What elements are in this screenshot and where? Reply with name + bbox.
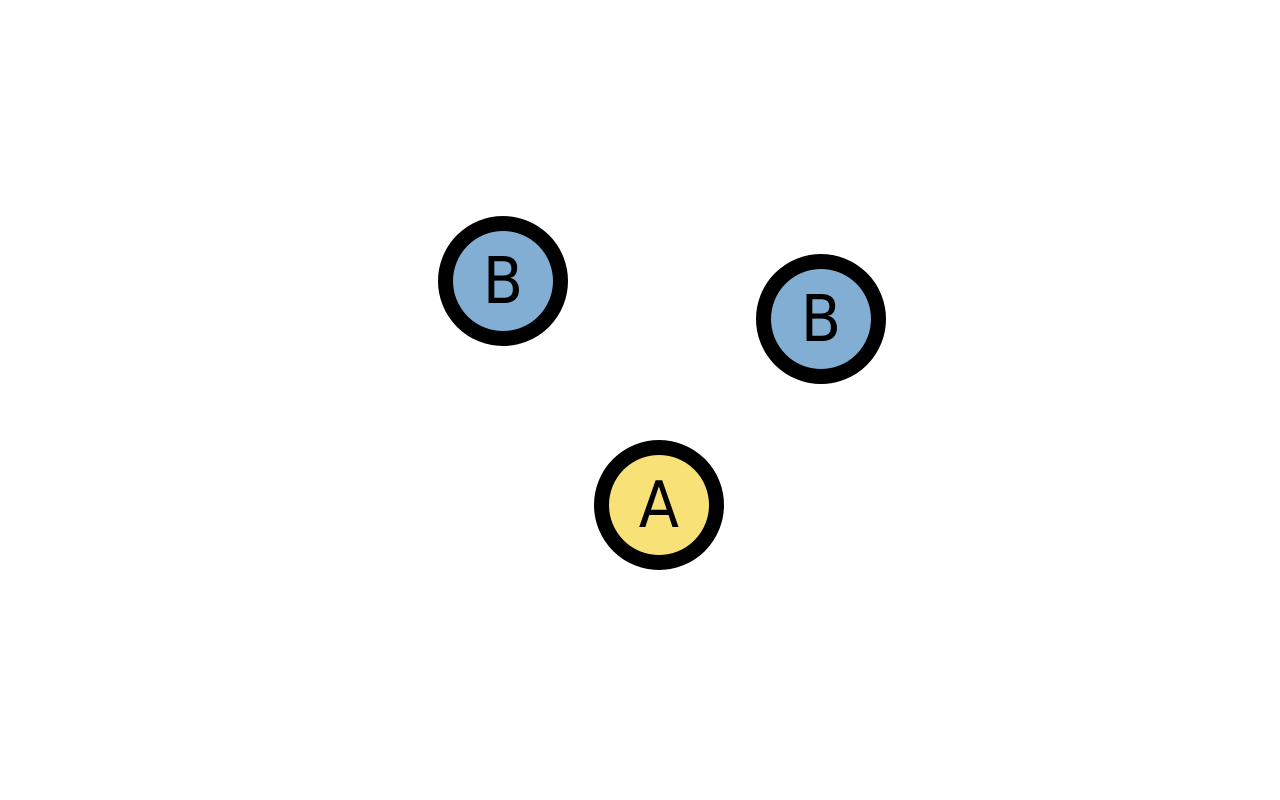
node-label: B xyxy=(800,283,842,357)
node-b-left: B xyxy=(438,216,568,346)
node-label: B xyxy=(482,245,524,319)
node-label: A xyxy=(638,469,680,543)
node-a: A xyxy=(594,440,724,570)
node-b-right: B xyxy=(756,254,886,384)
